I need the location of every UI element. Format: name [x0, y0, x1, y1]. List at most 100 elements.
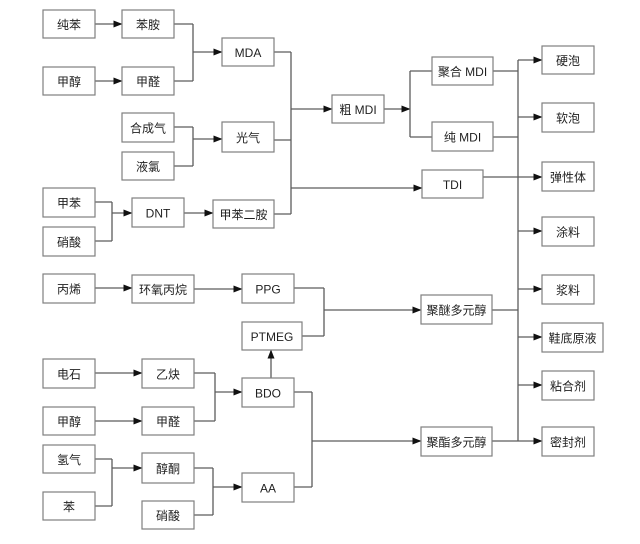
node-box-adhesive — [541, 370, 595, 401]
node-label-hydrogen: 氢气 — [57, 452, 81, 467]
node-polymeric-mdi: 聚合 MDI — [431, 56, 494, 86]
node-shoe-sole-stock: 鞋底原液 — [541, 322, 604, 353]
node-box-formaldehyde-2 — [141, 406, 195, 436]
node-benzene: 苯 — [42, 491, 96, 521]
node-syngas: 合成气 — [121, 112, 175, 143]
node-label-aa: AA — [260, 482, 276, 496]
node-box-acetylene — [141, 358, 195, 389]
node-label-calcium-carbide: 电石 — [57, 368, 81, 382]
node-polyester-polyol: 聚酯多元醇 — [420, 426, 493, 457]
node-label-liquid-chlorine: 液氯 — [136, 159, 160, 174]
node-box-formaldehyde-1 — [121, 66, 175, 96]
node-label-polymeric-mdi: 聚合 MDI — [438, 64, 487, 79]
node-box-methanol-2 — [42, 406, 96, 436]
node-box-nitric-acid-2 — [141, 500, 195, 530]
node-acetylene: 乙炔 — [141, 358, 195, 389]
node-box-coating — [541, 216, 595, 247]
node-nitric-acid-2: 硝酸 — [141, 500, 195, 530]
node-sealant: 密封剂 — [541, 426, 595, 457]
node-pure-mdi: 纯 MDI — [431, 121, 494, 152]
node-bdo: BDO — [241, 377, 295, 408]
node-slurry: 浆料 — [541, 274, 595, 305]
node-label-coating: 涂料 — [556, 225, 580, 240]
node-box-propylene-oxide — [131, 274, 195, 304]
node-label-sealant: 密封剂 — [550, 435, 586, 450]
node-propylene: 丙烯 — [42, 273, 96, 304]
node-label-benzene: 苯 — [63, 500, 75, 514]
node-label-adhesive: 粘合剂 — [550, 379, 586, 394]
node-hydrogen: 氢气 — [42, 444, 96, 474]
node-formaldehyde-1: 甲醛 — [121, 66, 175, 96]
node-aniline: 苯胺 — [121, 9, 175, 39]
node-toluene: 甲苯 — [42, 187, 96, 218]
node-label-crude-mdi: 粗 MDI — [339, 103, 376, 117]
node-label-bdo: BDO — [255, 387, 281, 401]
node-box-tdi — [421, 169, 484, 199]
node-box-mda — [221, 37, 275, 67]
node-box-polymeric-mdi — [431, 56, 494, 86]
node-box-aniline — [121, 9, 175, 39]
node-label-phosgene: 光气 — [236, 130, 260, 145]
node-box-ka-oil — [141, 452, 195, 484]
node-adhesive: 粘合剂 — [541, 370, 595, 401]
node-label-acetylene: 乙炔 — [156, 368, 180, 382]
node-box-polyether-polyol — [420, 294, 493, 325]
node-label-propylene-oxide: 环氧丙烷 — [139, 283, 187, 297]
node-box-pure-benzene — [42, 9, 96, 39]
node-label-nitric-acid-2: 硝酸 — [156, 508, 180, 523]
node-label-mda: MDA — [235, 46, 262, 60]
node-label-pure-benzene: 纯苯 — [57, 18, 81, 32]
node-label-polyester-polyol: 聚酯多元醇 — [426, 435, 486, 450]
node-box-nitric-acid-1 — [42, 226, 96, 257]
node-label-tda: 甲苯二胺 — [219, 208, 267, 222]
node-label-propylene: 丙烯 — [57, 283, 81, 297]
node-box-sealant — [541, 426, 595, 457]
node-label-methanol-2: 甲醇 — [57, 414, 81, 429]
node-box-bdo — [241, 377, 295, 408]
node-pure-benzene: 纯苯 — [42, 9, 96, 39]
node-box-pure-mdi — [431, 121, 494, 152]
node-box-aa — [241, 472, 295, 503]
node-box-shoe-sole-stock — [541, 322, 604, 353]
node-liquid-chlorine: 液氯 — [121, 151, 175, 181]
node-label-formaldehyde-1: 甲醛 — [136, 74, 160, 89]
node-box-slurry — [541, 274, 595, 305]
node-box-toluene — [42, 187, 96, 218]
node-crude-mdi: 粗 MDI — [331, 94, 385, 124]
node-ptmeg: PTMEG — [241, 321, 303, 351]
node-label-aniline: 苯胺 — [136, 18, 160, 32]
node-label-polyether-polyol: 聚醚多元醇 — [426, 303, 486, 318]
node-polyether-polyol: 聚醚多元醇 — [420, 294, 493, 325]
node-box-hydrogen — [42, 444, 96, 474]
node-label-ka-oil: 醇酮 — [156, 461, 180, 476]
node-box-benzene — [42, 491, 96, 521]
node-label-slurry: 浆料 — [556, 283, 580, 298]
node-tdi: TDI — [421, 169, 484, 199]
node-dnt: DNT — [131, 197, 185, 228]
node-box-ptmeg — [241, 321, 303, 351]
node-box-syngas — [121, 112, 175, 143]
node-label-tdi: TDI — [443, 178, 462, 192]
node-box-tda — [212, 199, 275, 229]
node-calcium-carbide: 电石 — [42, 358, 96, 389]
node-ppg: PPG — [241, 273, 295, 304]
node-box-elastomer — [541, 161, 595, 192]
node-box-propylene — [42, 273, 96, 304]
node-box-methanol-1 — [42, 66, 96, 96]
node-phosgene: 光气 — [221, 121, 275, 153]
node-label-formaldehyde-2: 甲醛 — [156, 414, 180, 429]
node-label-nitric-acid-1: 硝酸 — [57, 235, 81, 250]
node-ka-oil: 醇酮 — [141, 452, 195, 484]
node-label-rigid-foam: 硬泡 — [556, 54, 580, 68]
node-rigid-foam: 硬泡 — [541, 45, 595, 75]
node-label-ptmeg: PTMEG — [251, 330, 294, 344]
node-methanol-2: 甲醇 — [42, 406, 96, 436]
node-box-polyester-polyol — [420, 426, 493, 457]
node-label-toluene: 甲苯 — [57, 197, 81, 211]
node-label-dnt: DNT — [146, 207, 171, 221]
node-methanol-1: 甲醇 — [42, 66, 96, 96]
node-elastomer: 弹性体 — [541, 161, 595, 192]
node-label-elastomer: 弹性体 — [550, 171, 586, 185]
node-box-phosgene — [221, 121, 275, 153]
